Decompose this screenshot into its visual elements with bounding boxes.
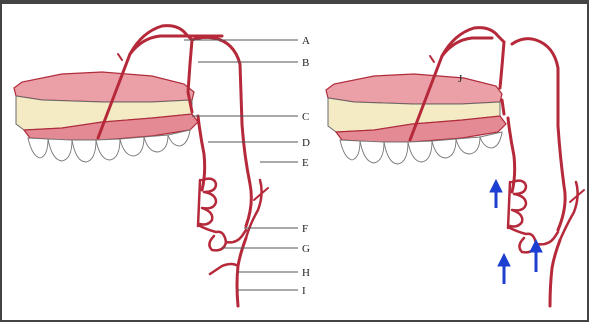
label-j: J [458,73,463,85]
left-panel: A B C D E F G H I [14,26,310,306]
vessels-left [98,26,268,306]
tooth [432,139,456,158]
vessel-c-branch [500,42,504,88]
tooth [72,140,96,162]
label-f: F [302,223,308,235]
tooth [144,135,168,152]
vessel-g-loop [200,226,226,250]
vessels-right [410,28,584,306]
dental-vascular-diagram: A B C D E F G H I [2,4,589,322]
label-h: H [302,267,310,279]
tooth [28,138,48,158]
vessel-g-join [536,232,558,244]
vessel-e [246,180,262,238]
vessel-loop [512,39,565,230]
label-b: B [302,57,309,69]
tooth [360,141,384,163]
right-panel: J [326,28,584,306]
vessel-coil-side [198,180,200,226]
vessel-coil-side [508,182,510,228]
label-e: E [302,157,309,169]
tooth [340,140,360,160]
tooth [408,141,432,162]
vessel-stub [118,54,122,60]
up-arrow-icon [498,254,510,284]
label-g: G [302,243,310,255]
tooth [456,137,480,154]
palate-surface-right [326,74,502,104]
tooth [96,139,120,160]
vessel-c-lower [502,100,504,114]
tooth [384,142,408,164]
tooth [48,139,72,161]
vessel-g-join [226,230,246,242]
vessel-h [210,264,238,274]
label-i: I [302,285,306,297]
labels-left: A B C D E F G H I [302,35,310,297]
up-arrow-icon [490,180,502,208]
palate-surface-left [14,72,194,102]
label-d: D [302,137,310,149]
label-c: C [302,111,309,123]
tooth [120,137,144,156]
label-a: A [302,35,310,47]
vessel-stub [430,56,434,62]
vessel-i [550,240,560,306]
vessel-arch [442,38,492,56]
